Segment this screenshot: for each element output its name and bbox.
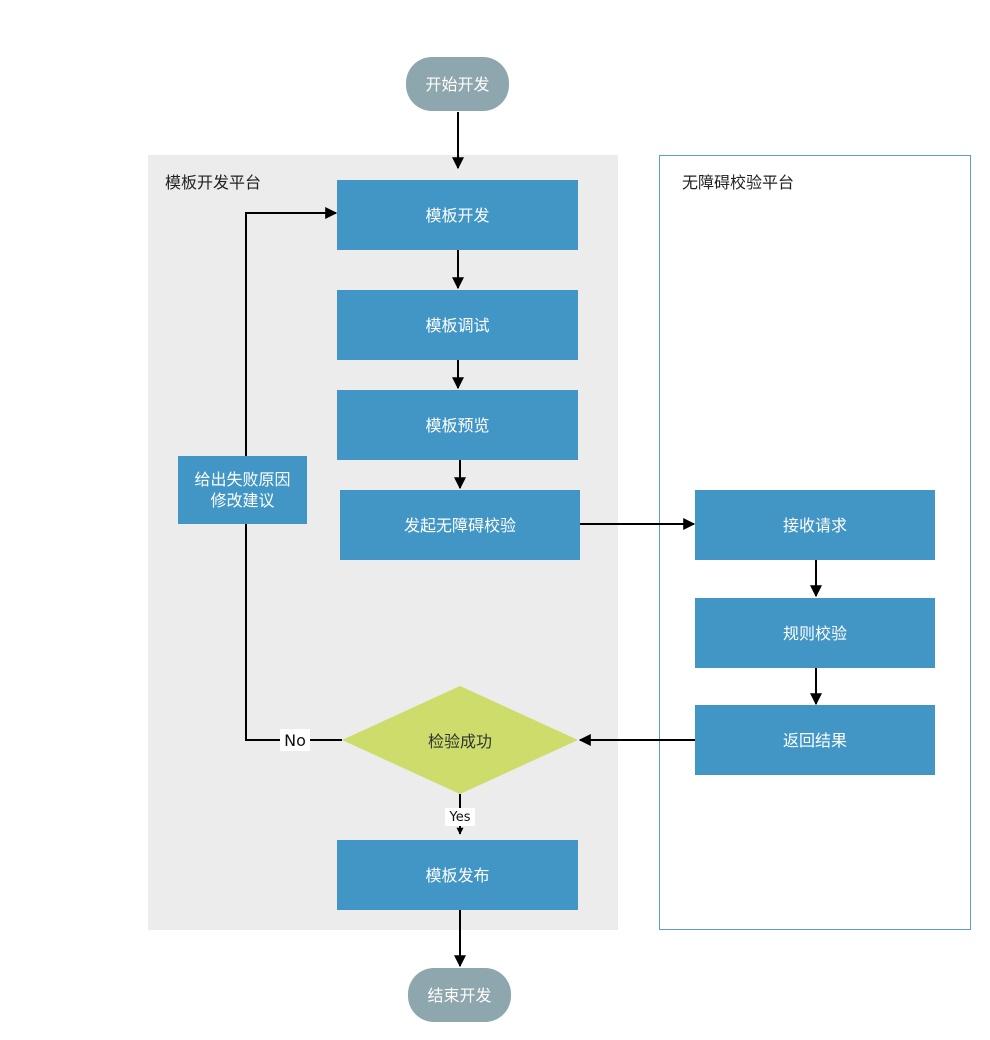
- process-receive-request: 接收请求: [695, 490, 935, 560]
- process-template-debug: 模板调试: [337, 290, 578, 360]
- edge-decision-no-loop: [245, 524, 342, 741]
- process-return-result: 返回结果: [695, 705, 935, 775]
- process-failure-feedback: 给出失败原因 修改建议: [178, 456, 307, 524]
- decision-label: 检验成功: [427, 732, 492, 751]
- lane-title-a11y-platform: 无障碍校验平台: [682, 173, 795, 192]
- decision-diamond: [342, 686, 578, 794]
- end-node: 结束开发: [408, 968, 511, 1022]
- edge-feedback-develop: [245, 207, 338, 468]
- feedback-line-2: 修改建议: [210, 491, 275, 510]
- lane-title-template-platform: 模板开发平台: [165, 173, 262, 192]
- process-initiate-a11y-check: 发起无障碍校验: [340, 490, 580, 560]
- process-template-preview: 模板预览: [337, 390, 578, 460]
- edge-label-no: No: [280, 729, 310, 751]
- process-template-develop: 模板开发: [337, 180, 578, 250]
- process-rule-check: 规则校验: [695, 598, 935, 668]
- start-node: 开始开发: [406, 57, 509, 111]
- process-template-publish: 模板发布: [337, 840, 578, 910]
- feedback-line-1: 给出失败原因: [194, 470, 291, 489]
- edge-label-yes: Yes: [445, 808, 475, 826]
